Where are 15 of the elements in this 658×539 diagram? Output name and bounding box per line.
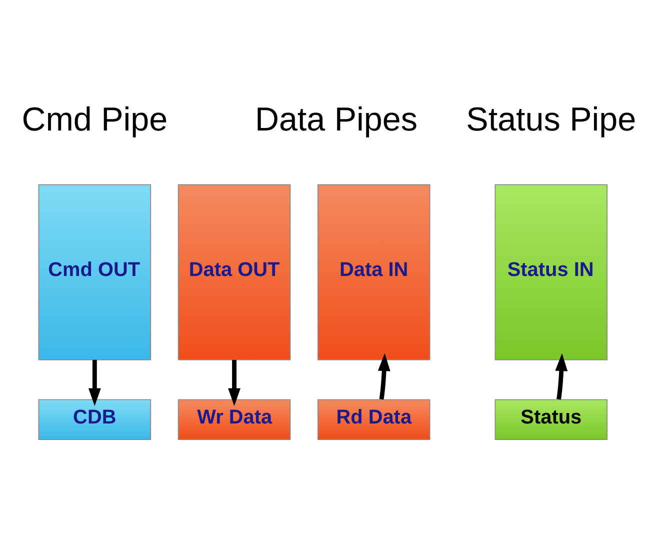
arrow — [378, 353, 390, 400]
node-box: Data OUT — [178, 184, 291, 360]
node-box: Status — [494, 399, 608, 440]
label: Data Pipes — [254, 101, 418, 138]
arrow — [88, 360, 101, 406]
arrow — [228, 360, 240, 406]
arrow — [555, 353, 568, 400]
node-box: Cmd OUT — [38, 184, 152, 360]
node-box: Data IN — [317, 184, 430, 360]
node-box: CDB — [38, 399, 152, 440]
node-box: Status IN — [494, 184, 608, 360]
node-box: Rd Data — [317, 399, 430, 440]
node-box: Wr Data — [178, 399, 291, 440]
label: Status Pipe — [466, 101, 636, 138]
label: Cmd Pipe — [22, 101, 168, 138]
